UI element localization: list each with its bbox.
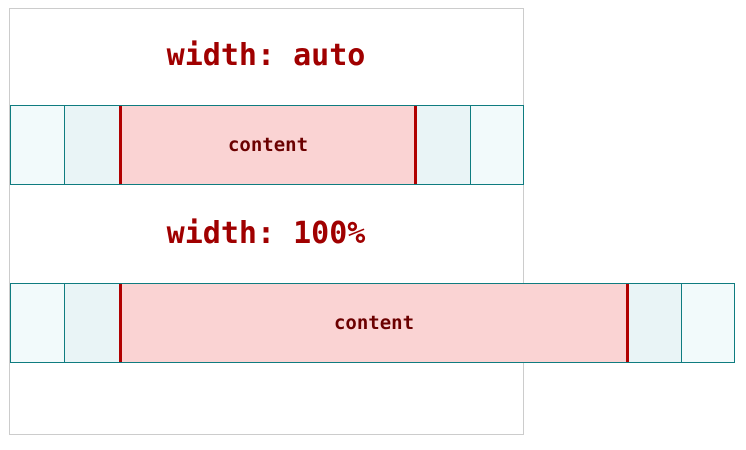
margin-right: [470, 106, 523, 184]
box-width-100: content: [10, 283, 735, 363]
title-width-100: width: 100%: [166, 216, 366, 251]
content-area: content: [119, 106, 417, 184]
margin-right: [681, 284, 734, 362]
margin-left: [11, 106, 65, 184]
padding-right: [417, 106, 470, 184]
container-frame: [9, 8, 524, 435]
padding-right: [629, 284, 681, 362]
padding-left: [65, 284, 119, 362]
content-area: content: [119, 284, 629, 362]
box-width-auto: content: [10, 105, 524, 185]
margin-left: [11, 284, 65, 362]
padding-left: [65, 106, 119, 184]
title-width-auto: width: auto: [166, 38, 366, 73]
